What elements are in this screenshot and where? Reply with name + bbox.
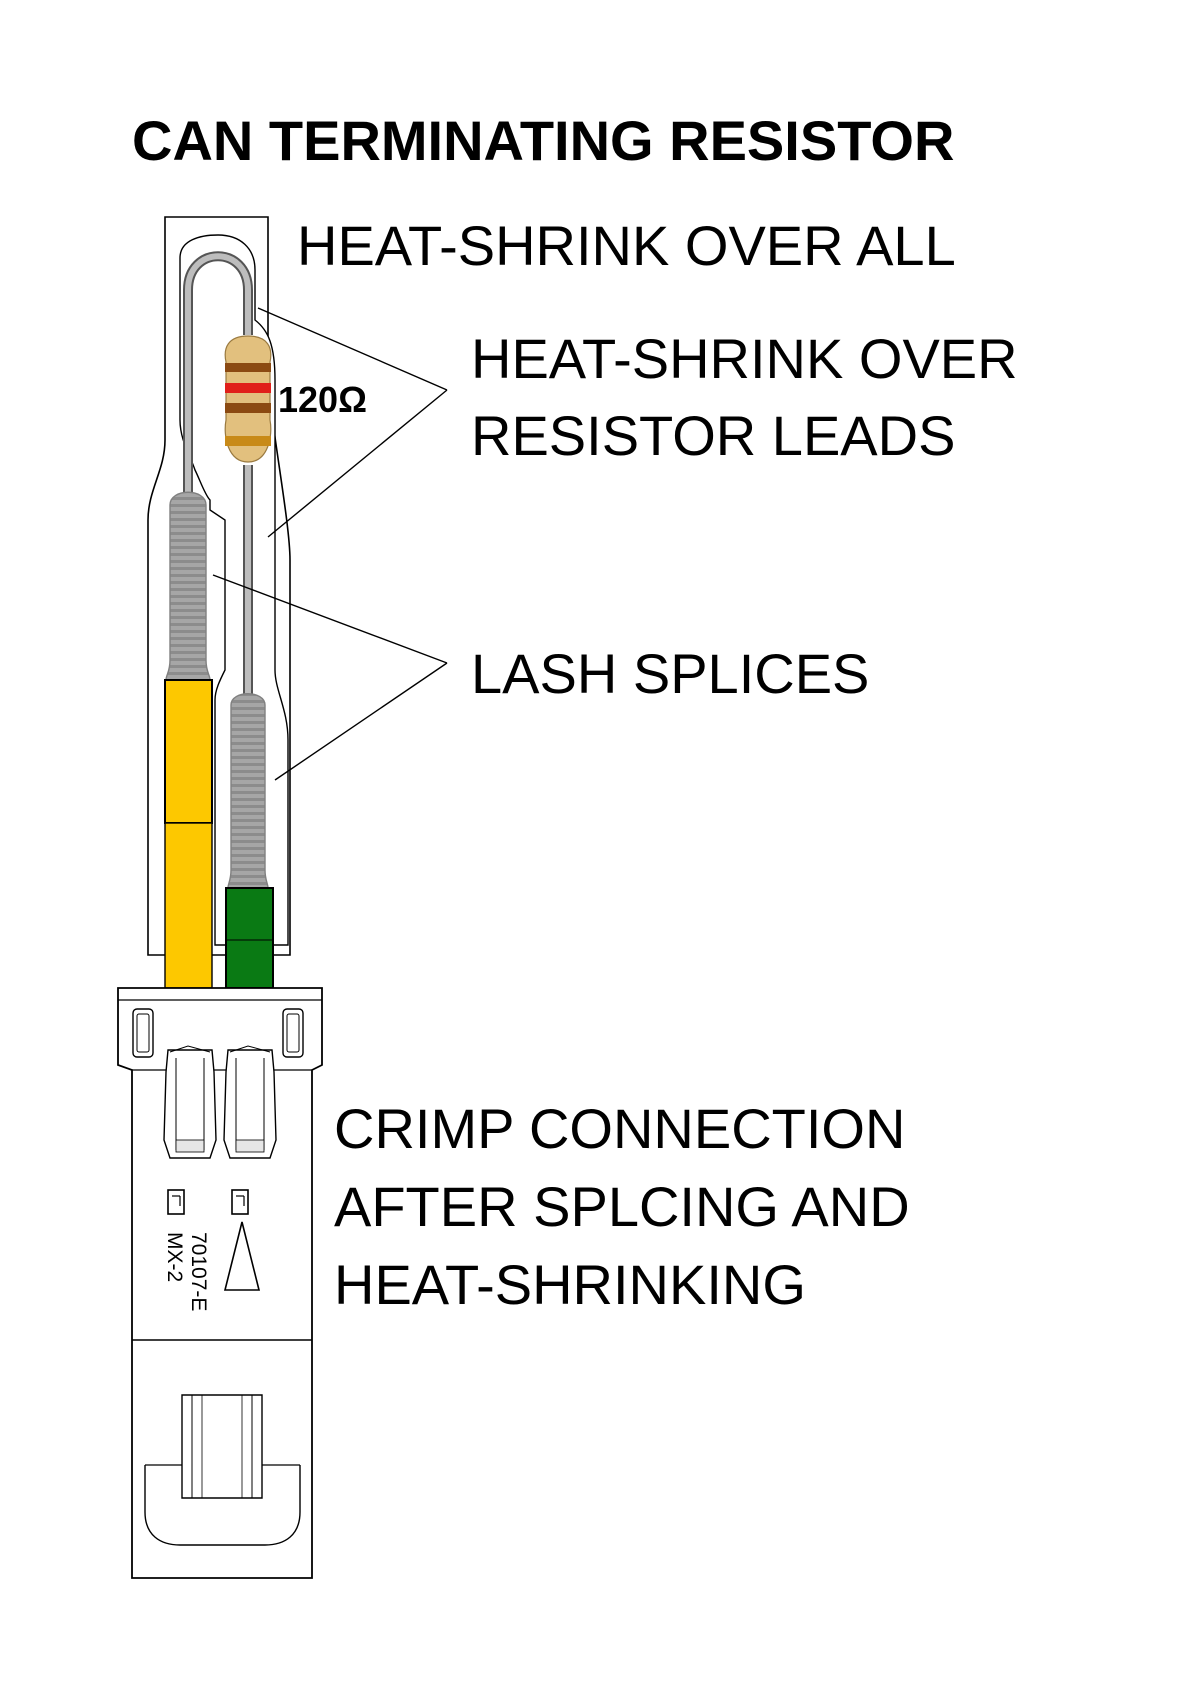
connector-icon: 70107-E MX-2 [117, 987, 323, 1579]
pin-marker-2 [231, 1189, 249, 1215]
crimp-terminal-left [163, 1045, 217, 1159]
label-heat-shrink-leads-line2: RESISTOR LEADS [471, 404, 955, 467]
lash-splice-right [227, 693, 269, 889]
pin1-triangle-icon [223, 1221, 261, 1291]
page-title: CAN TERMINATING RESISTOR [132, 109, 954, 172]
lash-splice-left [165, 491, 211, 681]
label-crimp-line3: HEAT-SHRINKING [334, 1253, 806, 1316]
band-4 [225, 436, 271, 446]
label-heat-shrink-over-all: HEAT-SHRINK OVER ALL [297, 214, 956, 277]
label-crimp-line1: CRIMP CONNECTION [334, 1097, 905, 1160]
label-crimp-line2: AFTER SPLCING AND [334, 1175, 910, 1238]
label-lash-splices: LASH SPLICES [471, 642, 869, 705]
resistor-icon [224, 335, 272, 463]
connector-code-line1: 70107-E [187, 1232, 210, 1311]
pin-marker-1 [167, 1189, 185, 1215]
resistor-value-label: 120Ω [278, 379, 367, 420]
callout-lines [212, 307, 448, 781]
crimp-terminal-right [223, 1045, 277, 1159]
latch-window-left [132, 1008, 154, 1058]
band-1 [225, 363, 271, 372]
band-2 [225, 383, 271, 393]
green-wire [225, 887, 274, 989]
connector-lock-ramp [181, 1394, 263, 1499]
latch-window-right [282, 1008, 304, 1058]
band-3 [225, 403, 271, 413]
yellow-wire [164, 679, 213, 989]
label-heat-shrink-leads-line1: HEAT-SHRINK OVER [471, 327, 1018, 390]
connector-code-line2: MX-2 [163, 1232, 186, 1282]
